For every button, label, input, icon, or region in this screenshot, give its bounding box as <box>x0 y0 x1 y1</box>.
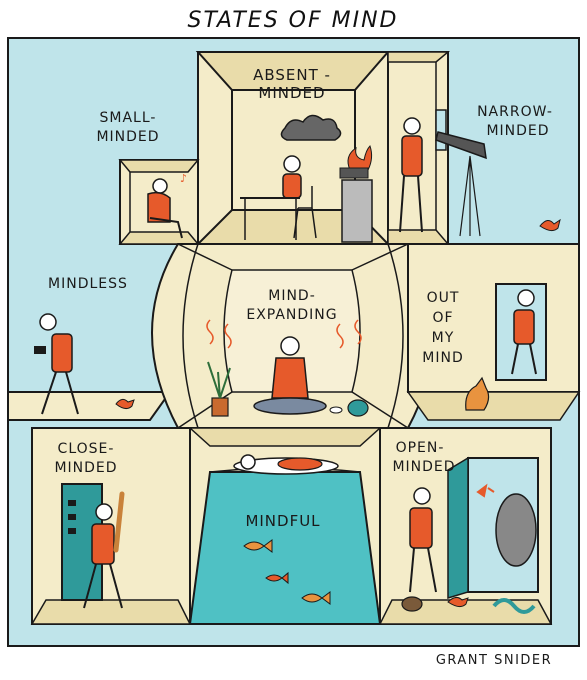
person-shirt <box>271 357 309 399</box>
label-close-line1: CLOSE- <box>58 441 115 457</box>
fire-icon <box>347 145 373 171</box>
person-head <box>152 178 168 194</box>
water-tank <box>188 471 382 625</box>
pot <box>339 167 369 179</box>
label-expanding-line1: MIND- <box>268 288 316 304</box>
window <box>435 109 447 151</box>
room-close-minded: CLOSE- MINDED <box>30 427 192 625</box>
person-head <box>280 336 300 356</box>
telescope-icon <box>435 131 487 160</box>
label-mindful: MINDFUL <box>245 512 320 530</box>
label-absent-line1: ABSENT - <box>253 66 331 84</box>
cat-icon <box>465 376 490 411</box>
label-open-line1: OPEN- <box>396 440 445 456</box>
person-head <box>403 117 421 135</box>
elephant-icon <box>495 493 537 567</box>
label-close-line2: MINDED <box>54 460 117 476</box>
artist-signature: GRANT SNIDER <box>436 653 552 668</box>
person-head <box>517 289 535 307</box>
bird-icon <box>539 218 561 232</box>
room-open-minded: OPEN- MINDED <box>378 427 553 625</box>
plant-pot <box>211 397 229 417</box>
person-head <box>95 503 113 521</box>
person-head <box>283 155 301 173</box>
lock-icon <box>68 514 76 520</box>
person-shirt <box>282 173 302 199</box>
label-out-line3: MY <box>432 330 455 346</box>
lock-icon <box>68 500 76 506</box>
person-shirt <box>51 333 73 373</box>
person-head <box>39 313 57 331</box>
butterfly-icon <box>476 483 495 498</box>
chair <box>293 186 317 239</box>
person-shirt <box>401 135 423 177</box>
area-mindless: MINDLESS <box>7 276 172 421</box>
stove <box>341 179 373 243</box>
room-mindful: MINDFUL <box>188 427 382 625</box>
open-door <box>447 456 469 600</box>
room-narrow-minded: NARROW- MINDED <box>387 51 561 245</box>
label-out-line4: MIND <box>422 350 463 366</box>
person-shirt <box>277 457 323 471</box>
fish-icon <box>301 591 331 605</box>
turtle-icon <box>401 596 423 612</box>
label-narrow-line1: NARROW- <box>477 104 553 120</box>
room-mind-expanding: MIND- EXPANDING <box>151 243 435 429</box>
snake-icon <box>492 598 536 614</box>
room-small-minded: SMALL- MINDED ♪ <box>96 110 200 245</box>
music-note-icon: ♪ <box>180 172 187 185</box>
label-expanding-line2: EXPANDING <box>246 307 337 323</box>
comic-title: STATES OF MIND <box>188 8 399 33</box>
person-head <box>413 487 431 505</box>
tripod <box>459 155 481 237</box>
teapot-icon <box>347 399 369 417</box>
label-open-line2: MINDED <box>392 459 455 475</box>
bird-icon <box>115 398 135 410</box>
person-shirt <box>91 523 115 565</box>
cushion <box>253 397 327 415</box>
smoke-cloud <box>280 114 342 141</box>
teacup-icon <box>329 406 343 414</box>
label-out-line1: OUT <box>427 290 460 306</box>
fish-icon <box>265 571 289 585</box>
lock-icon <box>68 528 76 534</box>
aura-waves <box>206 319 362 349</box>
plant-icon <box>207 361 231 399</box>
person-shirt <box>409 507 433 549</box>
label-mindless: MINDLESS <box>48 276 128 292</box>
label-narrow-line2: MINDED <box>486 123 549 139</box>
room-out-of-my-mind: OUT OF MY MIND <box>406 243 581 421</box>
baseball-bat-icon <box>113 491 125 553</box>
person-shirt <box>147 191 171 223</box>
person-shirt <box>513 309 535 345</box>
person-head <box>240 454 256 470</box>
room-absent-minded: ABSENT - MINDED <box>195 51 391 245</box>
fish-icon <box>243 539 273 553</box>
label-small-line1: SMALL- <box>100 110 157 126</box>
bird-icon <box>447 596 469 608</box>
label-out-line2: OF <box>432 310 453 326</box>
label-small-line2: MINDED <box>96 129 159 145</box>
phone-icon <box>34 346 46 354</box>
label-absent-line2: MINDED <box>258 84 325 102</box>
